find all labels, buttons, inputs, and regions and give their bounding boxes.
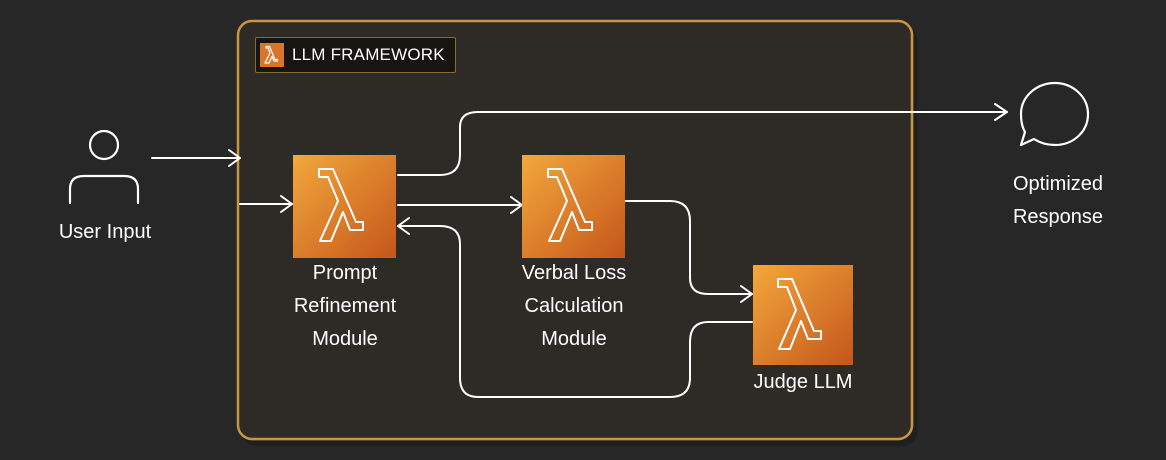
arrowhead-user (228, 149, 241, 167)
prompt-refinement-label: Prompt Refinement Module (293, 262, 397, 350)
lambda-badge-icon (260, 43, 284, 67)
arrowhead-response (994, 103, 1008, 121)
arrow-prompt-to-response (397, 111, 1008, 176)
arrow-judge-to-prompt (397, 225, 753, 398)
user-icon (68, 129, 140, 205)
arrowhead-prompt (280, 195, 293, 213)
optimized-response-label: Optimized Response (1012, 173, 1104, 228)
lambda-icon (522, 155, 625, 258)
lambda-icon (293, 155, 396, 258)
arrowhead-feedback (397, 217, 410, 235)
framework-badge: LLM FRAMEWORK (255, 37, 456, 73)
speech-bubble-icon (1019, 81, 1090, 147)
arrow-loss-to-judge (624, 200, 753, 295)
lambda-icon (753, 265, 853, 365)
user-input-label: User Input (58, 221, 152, 243)
framework-title: LLM FRAMEWORK (292, 45, 445, 64)
arrowhead-judge (740, 285, 753, 303)
judge-llm-label: Judge LLM (753, 371, 853, 393)
verbal-loss-label: Verbal Loss Calculation Module (521, 262, 627, 350)
